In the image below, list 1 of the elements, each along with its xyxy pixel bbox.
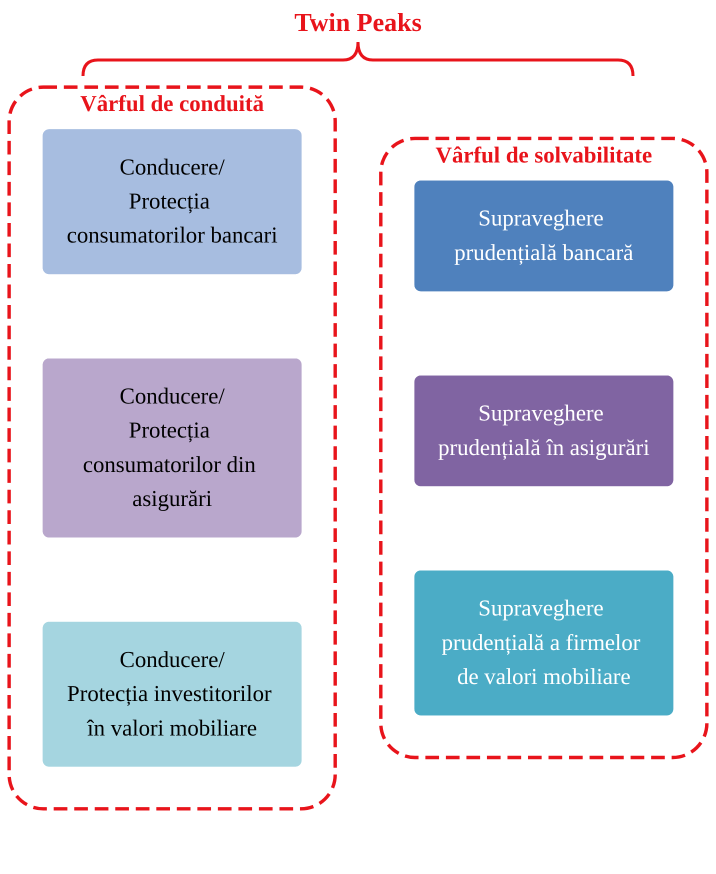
title: Twin Peaks (293, 8, 423, 38)
